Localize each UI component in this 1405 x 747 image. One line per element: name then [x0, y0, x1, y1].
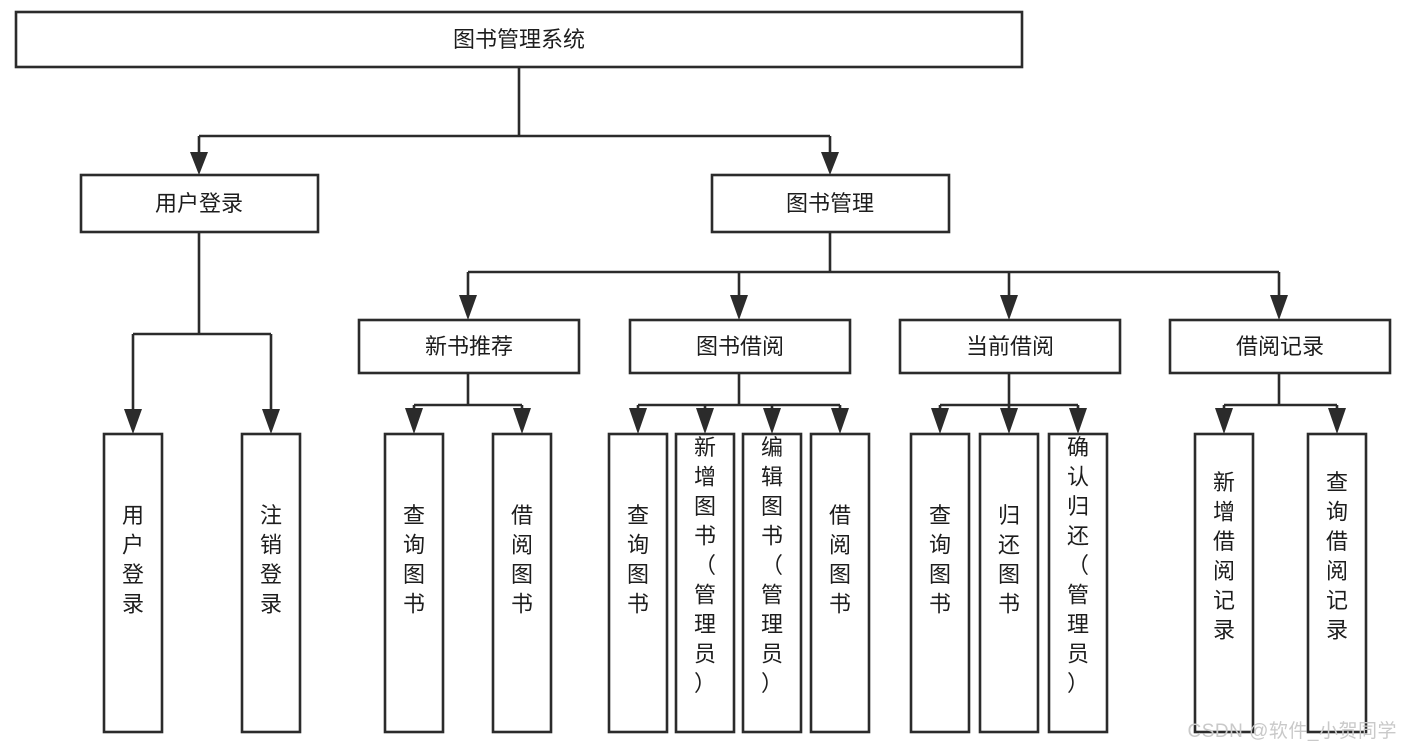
leaf-borrow-add-book[interactable]: 新增图书（管理员） [674, 432, 736, 734]
leaf-new-book-query[interactable]: 查询图书 [383, 432, 445, 734]
arrow-newbook-c2 [513, 408, 531, 434]
leaf-current-confirm-return-label: 确认归还（管理员） [1067, 435, 1089, 696]
arrow-bookmgmt-c2 [730, 295, 748, 320]
node-current-borrow-label: 当前借阅 [966, 334, 1054, 359]
arrow-bookmgmt-c1 [459, 295, 477, 320]
node-new-book-recommend-label: 新书推荐 [425, 334, 513, 359]
leaf-borrow-edit-book-box[interactable] [741, 432, 803, 734]
arrow-current-c2 [1000, 408, 1018, 434]
leaf-new-book-borrow[interactable]: 借阅图书 [491, 432, 553, 734]
leaf-record-query-record-box[interactable] [1306, 432, 1368, 734]
leaf-record-add-record-label: 新增借阅记录 [1213, 470, 1235, 643]
arrow-current-c1 [931, 408, 949, 434]
arrow-newbook-c1 [405, 408, 423, 434]
arrow-bookmgmt-c4 [1270, 295, 1288, 320]
leaf-borrow-add-book-box[interactable] [674, 432, 736, 734]
arrow-borrow-c4 [831, 408, 849, 434]
arrow-login-child-1 [124, 409, 142, 434]
leaf-current-confirm-return[interactable]: 确认归还（管理员） [1047, 432, 1109, 734]
leaf-borrow-edit-book[interactable]: 编辑图书（管理员） [741, 432, 803, 734]
arrow-bookmgmt-c3 [1000, 295, 1018, 320]
arrow-root-to-login [190, 152, 208, 175]
leaf-borrow-query-book[interactable]: 查询图书 [607, 432, 669, 734]
node-root-system-box[interactable] [14, 10, 1024, 69]
leaf-borrow-query-book-box[interactable] [607, 432, 669, 734]
leaf-current-query-book[interactable]: 查询图书 [909, 432, 971, 734]
leaf-new-book-query-label: 查询图书 [403, 503, 425, 617]
leaf-current-query-book-box[interactable] [909, 432, 971, 734]
leaf-record-add-record[interactable]: 新增借阅记录 [1193, 432, 1255, 734]
node-current-borrow-box[interactable] [898, 318, 1122, 375]
arrow-borrow-c1 [629, 408, 647, 434]
arrow-root-to-bookmgmt [821, 152, 839, 175]
leaf-borrow-borrow-book[interactable]: 借阅图书 [809, 432, 871, 734]
node-new-book-recommend-box[interactable] [357, 318, 581, 375]
node-user-login-label: 用户登录 [155, 191, 243, 216]
node-book-management-label: 图书管理 [786, 191, 874, 216]
node-book-borrow[interactable]: 图书借阅 [628, 318, 852, 375]
node-new-book-recommend[interactable]: 新书推荐 [357, 318, 581, 375]
node-book-management[interactable]: 图书管理 [710, 173, 951, 234]
leaf-current-confirm-return-box[interactable] [1047, 432, 1109, 734]
node-root-system[interactable]: 图书管理系统 [14, 10, 1024, 69]
leaf-user-login-login[interactable]: 用户登录 [102, 432, 164, 734]
leaf-user-login-login-label: 用户登录 [122, 503, 144, 617]
leaf-borrow-borrow-book-label: 借阅图书 [829, 503, 851, 617]
arrow-record-c1 [1215, 408, 1233, 434]
node-root-system-label: 图书管理系统 [453, 27, 585, 52]
leaf-user-login-login-box[interactable] [102, 432, 164, 734]
leaf-new-book-borrow-box[interactable] [491, 432, 553, 734]
node-borrow-record[interactable]: 借阅记录 [1168, 318, 1392, 375]
leaf-current-return-book[interactable]: 归还图书 [978, 432, 1040, 734]
leaf-current-query-book-label: 查询图书 [929, 503, 951, 617]
node-borrow-record-label: 借阅记录 [1236, 334, 1324, 359]
arrow-record-c2 [1328, 408, 1346, 434]
leaf-borrow-borrow-book-box[interactable] [809, 432, 871, 734]
node-current-borrow[interactable]: 当前借阅 [898, 318, 1122, 375]
leaf-record-add-record-box[interactable] [1193, 432, 1255, 734]
leaf-new-book-borrow-label: 借阅图书 [511, 503, 533, 617]
node-book-borrow-label: 图书借阅 [696, 334, 784, 359]
csdn-watermark: CSDN @软件_小贺同学 [1187, 721, 1397, 742]
node-user-login-box[interactable] [79, 173, 320, 234]
node-borrow-record-box[interactable] [1168, 318, 1392, 375]
leaf-borrow-query-book-label: 查询图书 [627, 503, 649, 617]
leaf-user-login-logout-box[interactable] [240, 432, 302, 734]
node-book-management-box[interactable] [710, 173, 951, 234]
leaf-current-return-book-label: 归还图书 [998, 503, 1020, 617]
leaf-new-book-query-box[interactable] [383, 432, 445, 734]
leaf-record-query-record-label: 查询借阅记录 [1326, 470, 1348, 643]
connector-layer [124, 67, 1346, 434]
leaf-borrow-edit-book-label: 编辑图书（管理员） [761, 435, 783, 696]
leaf-user-login-logout-label: 注销登录 [260, 503, 282, 617]
node-book-borrow-box[interactable] [628, 318, 852, 375]
arrow-borrow-c3 [763, 408, 781, 434]
arrow-current-c3 [1069, 408, 1087, 434]
arrow-borrow-c2 [696, 408, 714, 434]
node-user-login[interactable]: 用户登录 [79, 173, 320, 234]
leaf-current-return-book-box[interactable] [978, 432, 1040, 734]
leaf-user-login-logout[interactable]: 注销登录 [240, 432, 302, 734]
leaf-borrow-add-book-label: 新增图书（管理员） [694, 435, 716, 696]
leaf-record-query-record[interactable]: 查询借阅记录 [1306, 432, 1368, 734]
arrow-login-child-2 [262, 409, 280, 434]
